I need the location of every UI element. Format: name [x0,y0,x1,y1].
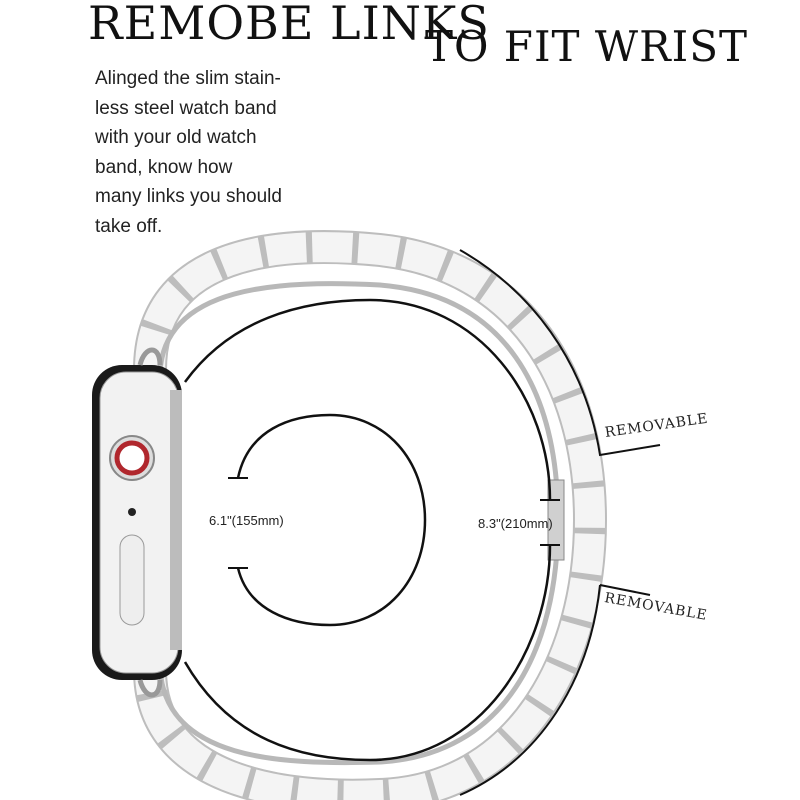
title-line-2: TO FIT WRIST [425,22,749,71]
description-line: take off. [95,215,163,237]
removable-bracket-bottom [459,584,651,796]
large-size-arc [183,298,552,762]
description-line: with your old watch [95,127,257,148]
small-size-arc [236,413,427,627]
small-size-label: 6.1"(155mm) [209,513,284,528]
watch-body [92,347,182,698]
title-line-1: REMOBE LINKS [88,0,490,50]
side-button [119,534,145,626]
description-line: Alinged the slim stain- [95,68,281,89]
description-line: band, know how [95,156,233,178]
description: Alinged the slim stain- less steel watch… [95,64,325,241]
removable-bracket-top [459,249,661,457]
description-line: less steel watch band [95,97,277,119]
large-size-label: 8.3"(210mm) [478,516,553,531]
watch-band [133,230,608,800]
description-line: many links you should [95,186,282,207]
